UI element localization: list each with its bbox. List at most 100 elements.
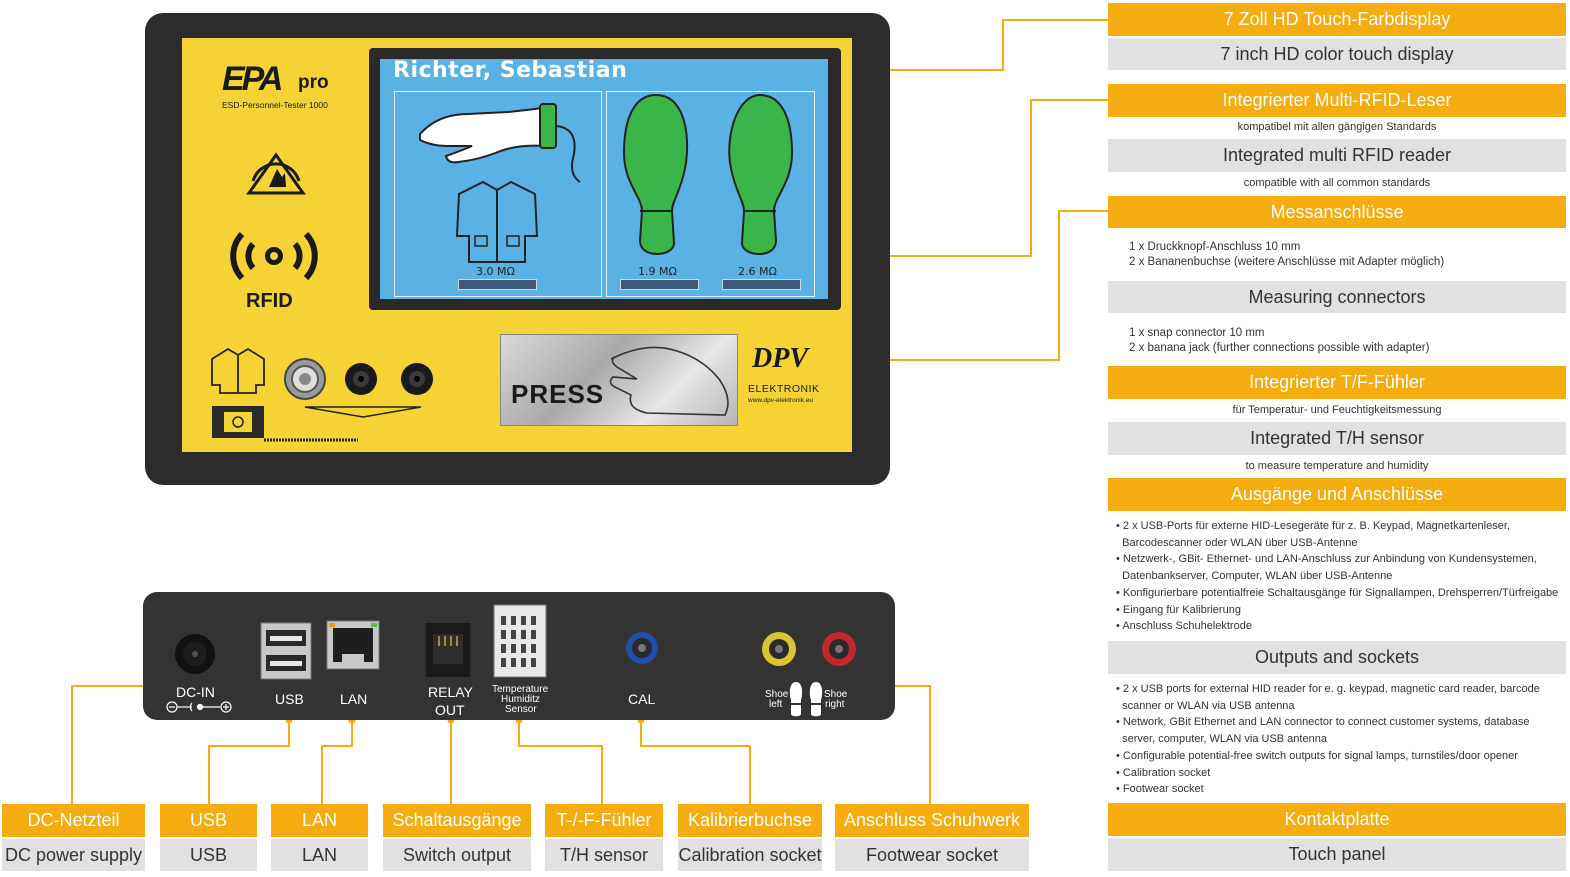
- wrist-cable-icon: [212, 406, 358, 442]
- press-label: PRESS: [511, 379, 605, 409]
- list-item: • Footwear socket: [1116, 783, 1204, 796]
- epa-pro-logo: EPA pro ESD-Personnel-Tester 1000: [222, 60, 332, 112]
- screen-user-name: Richter, Sebastian: [393, 58, 628, 83]
- th-sub-en: to measure temperature and humidity: [1245, 460, 1429, 472]
- touch-panel-heading-de: Kontaktplatte: [1108, 803, 1566, 836]
- th-sensor-heading-de: T-/-F-Fühler: [545, 804, 663, 837]
- lan-label: LAN: [340, 691, 368, 707]
- dpv-logo: DPV ELEKTRONIK www.dpv-elektronik.eu: [746, 343, 836, 413]
- footwear-heading-de: Anschluss Schuhwerk: [835, 804, 1029, 837]
- th-sensor-grille: [493, 604, 547, 678]
- list-item: • Netzwerk-, GBit- Ethernet- und LAN-Ans…: [1116, 553, 1537, 566]
- outputs-heading-de: Ausgänge und Anschlüsse: [1108, 478, 1566, 511]
- dc-in-label: DC-IN: [176, 684, 215, 700]
- list-item: • 2 x USB ports for external HID reader …: [1116, 683, 1540, 695]
- connectors-de-line1: 1 x Druckknopf-Anschluss 10 mm: [1129, 241, 1301, 253]
- calibration-heading-en: Calibration socket: [678, 839, 822, 871]
- right-shoe-icon: [728, 93, 794, 255]
- list-item: Datenbankserver, Computer, WLAN über USB…: [1122, 570, 1393, 583]
- connectors-en-line2: 2 x banana jack (further connections pos…: [1129, 342, 1430, 354]
- left-shoe-value: 1.9 MΩ: [638, 265, 677, 278]
- usb-heading-en: USB: [160, 839, 257, 871]
- th-heading-de: Integrierter T/F-Fühler: [1108, 366, 1566, 399]
- left-shoe-bar: [620, 279, 699, 290]
- body-panel: [394, 91, 602, 297]
- display-heading-de: 7 Zoll HD Touch-Farbdisplay: [1108, 3, 1566, 36]
- list-item: scanner or WLAN via USB antenna: [1122, 699, 1295, 712]
- dpv-url: www.dpv-elektronik.eu: [748, 397, 814, 404]
- usb-heading-de: USB: [160, 804, 257, 837]
- rfid-sub-en: compatible with all common standards: [1243, 177, 1431, 189]
- shoe-right-socket[interactable]: [820, 630, 858, 668]
- lan-heading-en: LAN: [271, 839, 368, 871]
- footwear-heading-en: Footwear socket: [835, 839, 1029, 871]
- esd-warning-icon: [246, 152, 306, 195]
- display-heading-en: 7 inch HD color touch display: [1108, 38, 1566, 70]
- shoe-left-label-2: left: [769, 699, 783, 710]
- list-item: • Calibration socket: [1116, 766, 1211, 779]
- snap-connector[interactable]: [283, 357, 327, 401]
- body-resistance-value: 3.0 MΩ: [476, 265, 515, 278]
- usb-label: USB: [275, 691, 304, 707]
- shoe-right-label-1: Shoe: [824, 689, 848, 700]
- connectors-heading-en: Measuring connectors: [1108, 281, 1566, 313]
- left-shoe-icon: [622, 93, 689, 255]
- shoe-left-label-1: Shoe: [765, 689, 789, 700]
- dpv-brand: DPV: [752, 343, 808, 374]
- logo-sup: pro: [298, 72, 329, 93]
- th-sub-de: für Temperatur- und Feuchtigkeitsmessung: [1232, 404, 1442, 416]
- rfid-icon: [230, 231, 318, 281]
- connectors-de-line2: 2 x Bananenbuchse (weitere Anschlüsse mi…: [1129, 256, 1445, 268]
- connectors-en-line1: 1 x snap connector 10 mm: [1129, 327, 1265, 339]
- dc-polarity-icon: [166, 701, 232, 713]
- connector-arrow-icon: [304, 406, 422, 418]
- usb-ports[interactable]: [260, 622, 312, 680]
- list-item: Barcodescanner oder WLAN über USB-Antenn…: [1122, 536, 1358, 549]
- outputs-heading-en: Outputs and sockets: [1108, 641, 1566, 674]
- switch-output-heading-de: Schaltausgänge: [383, 804, 531, 837]
- dc-supply-heading-de: DC-Netzteil: [2, 804, 145, 837]
- dc-supply-heading-en: DC power supply: [2, 839, 145, 871]
- list-item: • Eingang für Kalibrierung: [1116, 603, 1241, 616]
- shoe-soles-icon: [789, 682, 823, 717]
- rfid-heading-en: Integrated multi RFID reader: [1108, 139, 1566, 172]
- cal-label: CAL: [628, 691, 656, 707]
- th-heading-en: Integrated T/H sensor: [1108, 422, 1566, 455]
- lab-coat-icon: [455, 180, 539, 263]
- logo-sub: ESD-Personnel-Tester 1000: [222, 100, 328, 110]
- calibration-heading-de: Kalibrierbuchse: [678, 804, 822, 837]
- shoe-left-socket[interactable]: [760, 630, 798, 668]
- shoes-panel: [606, 91, 815, 297]
- body-resistance-bar: [458, 279, 537, 290]
- right-shoe-bar: [722, 279, 801, 290]
- wrist-strap-icon: [419, 103, 581, 183]
- right-shoe-value: 2.6 MΩ: [738, 265, 777, 278]
- outputs-list-de: • 2 x USB-Ports für externe HID-Lesegerä…: [1116, 518, 1558, 635]
- sensor-label-3: Sensor: [505, 704, 537, 715]
- outputs-list-en: • 2 x USB ports for external HID reader …: [1116, 681, 1540, 798]
- dc-in-socket[interactable]: [173, 632, 217, 676]
- lan-heading-de: LAN: [271, 804, 368, 837]
- relay-out-port[interactable]: [425, 622, 471, 678]
- switch-output-heading-en: Switch output: [383, 839, 531, 871]
- relay-label-top: RELAY: [428, 684, 473, 700]
- banana-jack-1[interactable]: [343, 361, 379, 397]
- list-item: • Configurable potential-free switch out…: [1116, 749, 1518, 762]
- rfid-label: RFID: [246, 290, 293, 312]
- list-item: • Konfigurierbare potentialfreie Schalta…: [1116, 586, 1559, 599]
- banana-jack-2[interactable]: [399, 361, 435, 397]
- cal-socket[interactable]: [624, 630, 660, 666]
- rfid-heading-de: Integrierter Multi-RFID-Leser: [1108, 84, 1566, 117]
- relay-label-bottom: OUT: [435, 702, 465, 718]
- list-item: • Network, GBit Ethernet and LAN connect…: [1116, 716, 1530, 729]
- touch-plate[interactable]: PRESS: [500, 334, 738, 426]
- logo-main: EPA: [222, 60, 283, 98]
- rfid-sub-de: kompatibel mit allen gängigen Standards: [1237, 121, 1437, 133]
- list-item: • 2 x USB-Ports für externe HID-Lesegerä…: [1116, 520, 1510, 532]
- dpv-brand-sub: ELEKTRONIK: [748, 383, 820, 395]
- shoe-right-label-2: right: [825, 699, 845, 710]
- list-item: server, computer, WLAN via USB antenna: [1122, 733, 1327, 746]
- connectors-heading-de: Messanschlüsse: [1108, 196, 1566, 228]
- sensor-label-1: Temperature: [492, 684, 549, 695]
- lan-port[interactable]: [326, 620, 380, 670]
